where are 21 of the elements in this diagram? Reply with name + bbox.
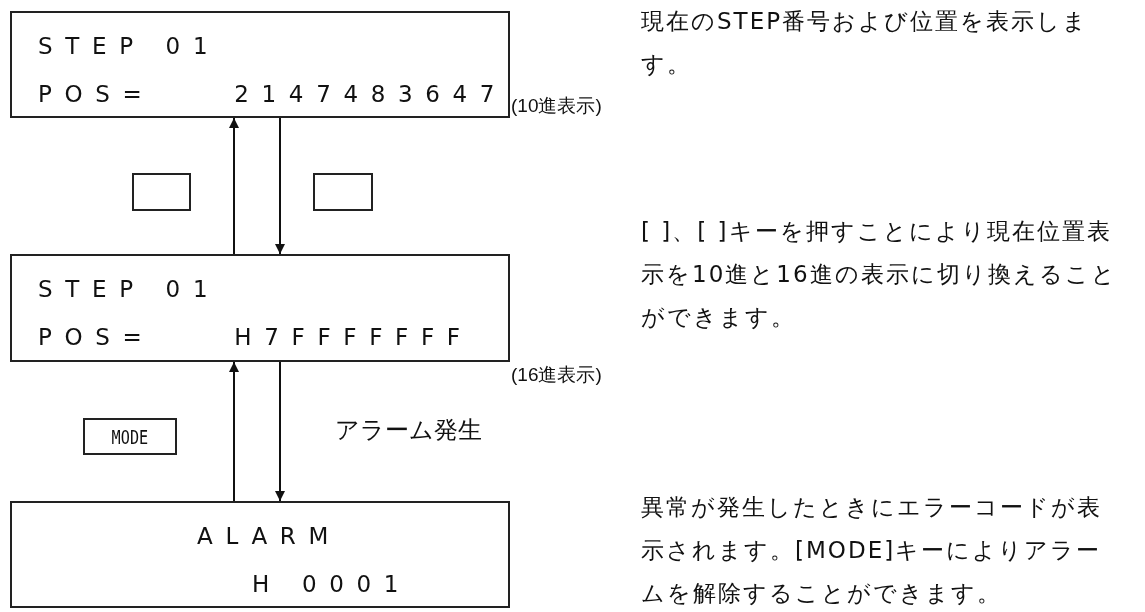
- display-screen: [10, 254, 510, 362]
- description-text: [ ]、[ ]キーを押すことにより現在位置表示を10進と16進の表示に切り換えることができます。: [641, 217, 1118, 332]
- display-screen: [10, 501, 510, 608]
- key-button: [132, 173, 191, 211]
- arrow: [275, 117, 285, 255]
- display-text: POS= H7FFFFFFF: [38, 324, 473, 350]
- display-text: STEP 01: [38, 33, 221, 59]
- description-text: 現在のSTEP番号および位置を表示します。: [641, 7, 1090, 79]
- display-note: (10進表示): [511, 94, 602, 118]
- arrow: [275, 361, 285, 502]
- display-text: POS= 2147483647: [38, 81, 508, 107]
- key-button: MODE: [83, 418, 177, 455]
- description-text: 異常が発生したときにエラーコードが表示されます。[MODE]キーによりアラームを解除することができます。: [641, 493, 1103, 608]
- display-text: H 0001: [252, 571, 412, 597]
- arrow: [229, 117, 239, 255]
- arrow: [229, 361, 239, 502]
- display-text: ALARM: [197, 523, 341, 549]
- display-note: (16進表示): [511, 363, 602, 387]
- display-text: STEP 01: [38, 276, 221, 302]
- display-screen: [10, 11, 510, 118]
- key-button: [313, 173, 373, 211]
